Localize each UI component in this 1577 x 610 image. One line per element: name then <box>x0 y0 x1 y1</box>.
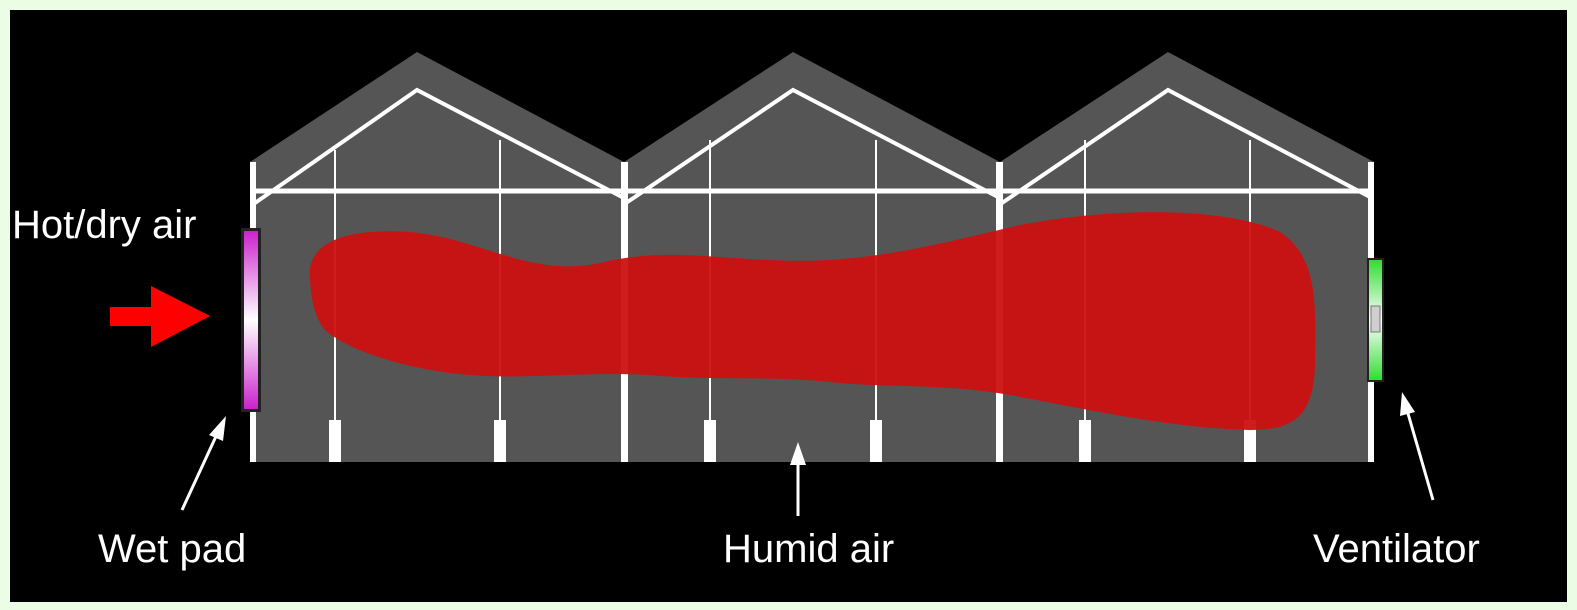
label-hot-dry-air: Hot/dry air <box>12 203 197 247</box>
label-ventilator: Ventilator <box>1313 527 1480 571</box>
label-humid-air: Humid air <box>723 527 894 571</box>
pointer-arrow-icon <box>180 392 1435 516</box>
wet-pad-icon <box>241 228 261 412</box>
diagram-panel: Hot/dry air Wet pad Humid air Ventilator <box>10 10 1567 602</box>
humid-air-plume <box>309 212 1316 430</box>
inlet-arrow-icon <box>110 286 210 347</box>
ventilator-icon <box>1367 258 1384 382</box>
label-wet-pad: Wet pad <box>98 527 246 571</box>
post-feet <box>329 420 1256 462</box>
greenhouse-diagram: Hot/dry air Wet pad Humid air Ventilator <box>12 52 1480 571</box>
roof-trusses <box>253 87 1371 205</box>
